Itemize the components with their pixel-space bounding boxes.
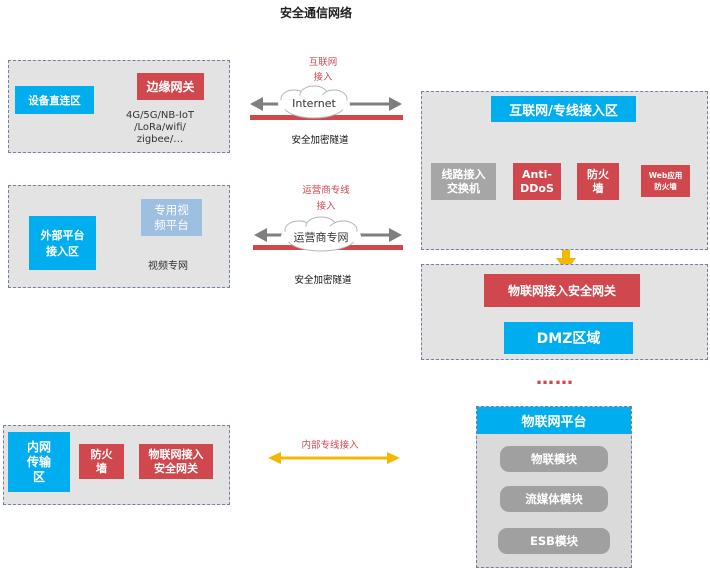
iot-module: 物联模块 [500, 446, 608, 472]
external-platform-line-2: 接入区 [46, 245, 79, 258]
carrier-label-line-2: 接入 [316, 201, 336, 212]
internal-firewall: 防火 墙 [79, 444, 124, 479]
protocol-line-2: /LoRa/wifi/ [134, 122, 186, 133]
waf-line-2: 防火墙 [654, 182, 677, 191]
internet-label-line-1: 互联网 [308, 57, 338, 68]
internal-arrow-left-head [268, 452, 281, 464]
internet-access-label: 互联网 接入 [293, 55, 353, 85]
access-zone-title: 互联网/专线接入区 [491, 96, 636, 122]
esb-module: ESB模块 [498, 528, 610, 554]
anti-ddos-line-2: DDoS [520, 181, 554, 195]
external-platform-line-1: 外部平台 [40, 229, 85, 242]
carrier-cloud-label: 运营商专网 [293, 231, 349, 244]
internet-tunnel-label: 安全加密隧道 [291, 135, 349, 146]
carrier-access-label: 运营商专线 接入 [290, 183, 362, 215]
dmz-iot-gateway: 物联网接入安全网关 [484, 274, 640, 307]
video-platform-line-1: 专用视 [154, 202, 189, 217]
internal-gateway-line-2: 安全网关 [154, 461, 198, 475]
anti-ddos-line-1: Anti- [522, 167, 552, 181]
internet-label-line-2: 接入 [313, 72, 333, 83]
internal-transport-zone: 内网 传输 区 [8, 432, 70, 492]
external-platform-zone: 外部平台 接入区 [29, 216, 96, 270]
carrier-tunnel-label: 安全加密隧道 [294, 275, 352, 286]
internal-zone-line-3: 区 [32, 469, 45, 484]
internal-gateway-line-1: 物联网接入 [148, 447, 204, 461]
protocol-line-1: 4G/5G/NB-IoT [125, 110, 195, 121]
internal-line-label: 内部专线接入 [301, 440, 359, 451]
internal-iot-gateway: 物联网接入 安全网关 [139, 444, 213, 479]
switch-line-2: 交换机 [447, 181, 480, 195]
access-firewall: 防火 墙 [577, 163, 619, 200]
switch-line-1: 线路接入 [441, 167, 486, 181]
device-direct-zone: 设备直连区 [15, 86, 94, 114]
anti-ddos: Anti- DDoS [513, 163, 561, 200]
internet-arrow-left-head [250, 97, 263, 111]
line-access-switch: 线路接入 交换机 [431, 163, 496, 200]
protocol-cloud-text: 4G/5G/NB-IoT /LoRa/wifi/ zigbee/… [108, 110, 212, 146]
carrier-arrow-right-head [389, 228, 402, 242]
web-app-firewall: Web应用 防火墙 [641, 165, 690, 197]
diagram-title: 安全通信网络 [280, 6, 353, 20]
video-platform: 专用视 频平台 [141, 199, 202, 236]
edge-gateway: 边缘网关 [137, 73, 204, 100]
access-firewall-line-2: 墙 [592, 181, 604, 195]
iot-platform-title: 物联网平台 [477, 407, 631, 434]
internal-arrow-right-head [387, 452, 400, 464]
dmz-zone-label: DMZ区域 [504, 322, 633, 354]
carrier-arrow-left-head [254, 228, 267, 242]
waf-line-1: Web应用 [648, 171, 683, 180]
continuation-ellipsis: …… [536, 368, 574, 389]
carrier-label-line-1: 运营商专线 [302, 185, 350, 196]
internet-cloud-label: Internet [292, 97, 336, 110]
internal-firewall-line-1: 防火 [90, 447, 113, 461]
internet-arrow-right-head [389, 97, 402, 111]
protocol-line-3: zigbee/… [136, 134, 184, 145]
internal-zone-line-1: 内网 [26, 439, 51, 454]
video-platform-line-2: 频平台 [154, 217, 189, 232]
streaming-module: 流媒体模块 [500, 486, 608, 512]
internet-tunnel-bar [250, 115, 403, 120]
internal-firewall-line-2: 墙 [96, 461, 107, 475]
video-network-label: 视频专网 [148, 261, 188, 272]
internal-zone-line-2: 传输 [26, 454, 51, 469]
access-firewall-line-1: 防火 [587, 167, 609, 181]
